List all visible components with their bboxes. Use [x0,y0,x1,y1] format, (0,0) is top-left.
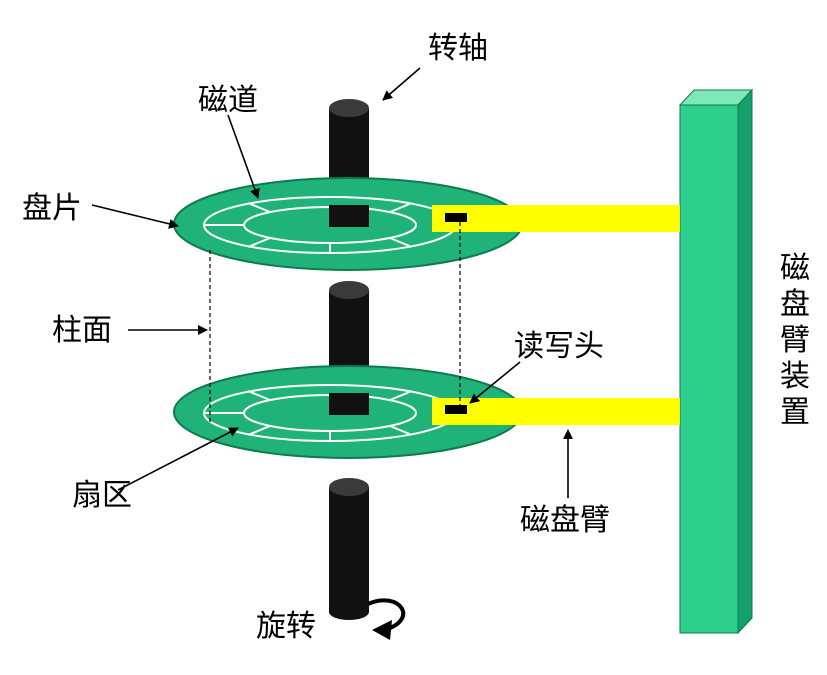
label-platter: 盘片 [22,191,82,226]
label-sector: 扇区 [72,478,132,513]
read-write-head-top [445,213,467,222]
label-track: 磁道 [198,83,258,118]
spindle-bottom [329,478,369,620]
label-cylinder: 柱面 [52,313,112,348]
disk-arm-bottom [432,398,680,425]
label-arm-assembly-char-1: 磁 [780,251,810,286]
label-arm-assembly: 磁 盘 臂 装 置 [780,251,810,430]
platter-top [173,177,523,271]
label-arm-assembly-char-3: 臂 [780,323,810,358]
platter-leader [91,204,179,229]
label-arm-assembly-char-5: 置 [780,395,810,430]
cylinder-guide-lines [209,222,461,422]
rotation-arrow-icon [367,598,406,640]
label-disk-arm: 磁盘臂 [520,503,610,538]
track-leader [227,114,260,199]
sector-leader [117,427,239,491]
platter-top-sector-lines [204,202,413,253]
arm-assembly-front [679,104,739,634]
label-rotation: 旋转 [256,609,316,644]
label-arm-assembly-char-4: 装 [780,359,810,394]
arm-assembly-side [737,88,753,635]
disk-arm-top [432,205,680,232]
read-write-head-bottom [445,405,467,414]
label-arm-assembly-char-2: 盘 [780,287,810,322]
label-read-write-head: 读写头 [514,329,604,364]
label-spindle: 转轴 [428,31,488,66]
arm-assembly [678,88,754,635]
head-leader [469,361,521,404]
spindle-leader [382,67,421,101]
leader-arrows [91,67,573,498]
platter-bottom-sector-lines [204,390,413,441]
